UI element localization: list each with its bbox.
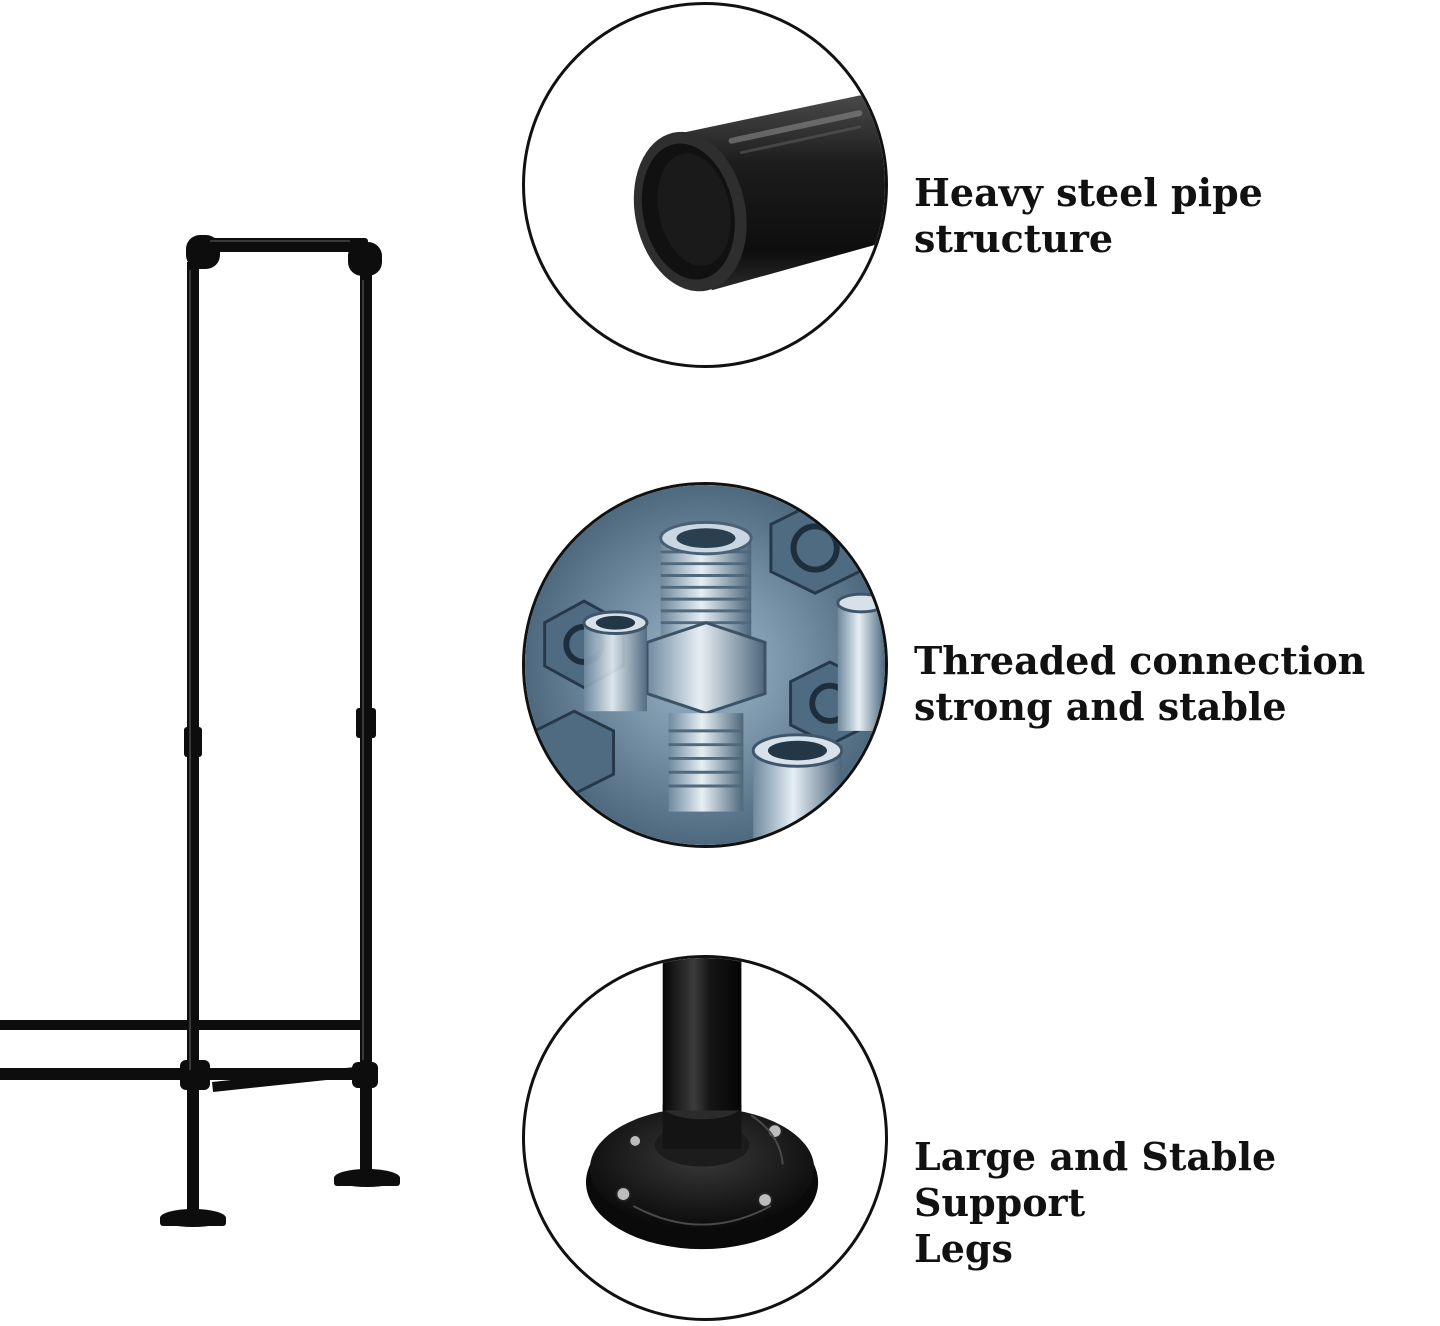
threaded-fittings-closeup bbox=[522, 482, 888, 848]
steel-pipe-closeup bbox=[522, 2, 888, 368]
threaded-fittings-icon bbox=[525, 485, 885, 845]
support-leg-closeup bbox=[522, 955, 888, 1321]
steel-pipe-icon bbox=[633, 95, 885, 292]
feature-label-support-legs: Large and Stable Support Legs bbox=[914, 1134, 1277, 1271]
floor-flange-icon bbox=[585, 958, 819, 1250]
feature-label-threaded-connection: Threaded connection strong and stable bbox=[914, 638, 1366, 729]
feature-label-steel-pipe: Heavy steel pipe structure bbox=[914, 170, 1263, 261]
firewood-rack-image bbox=[0, 235, 400, 1227]
